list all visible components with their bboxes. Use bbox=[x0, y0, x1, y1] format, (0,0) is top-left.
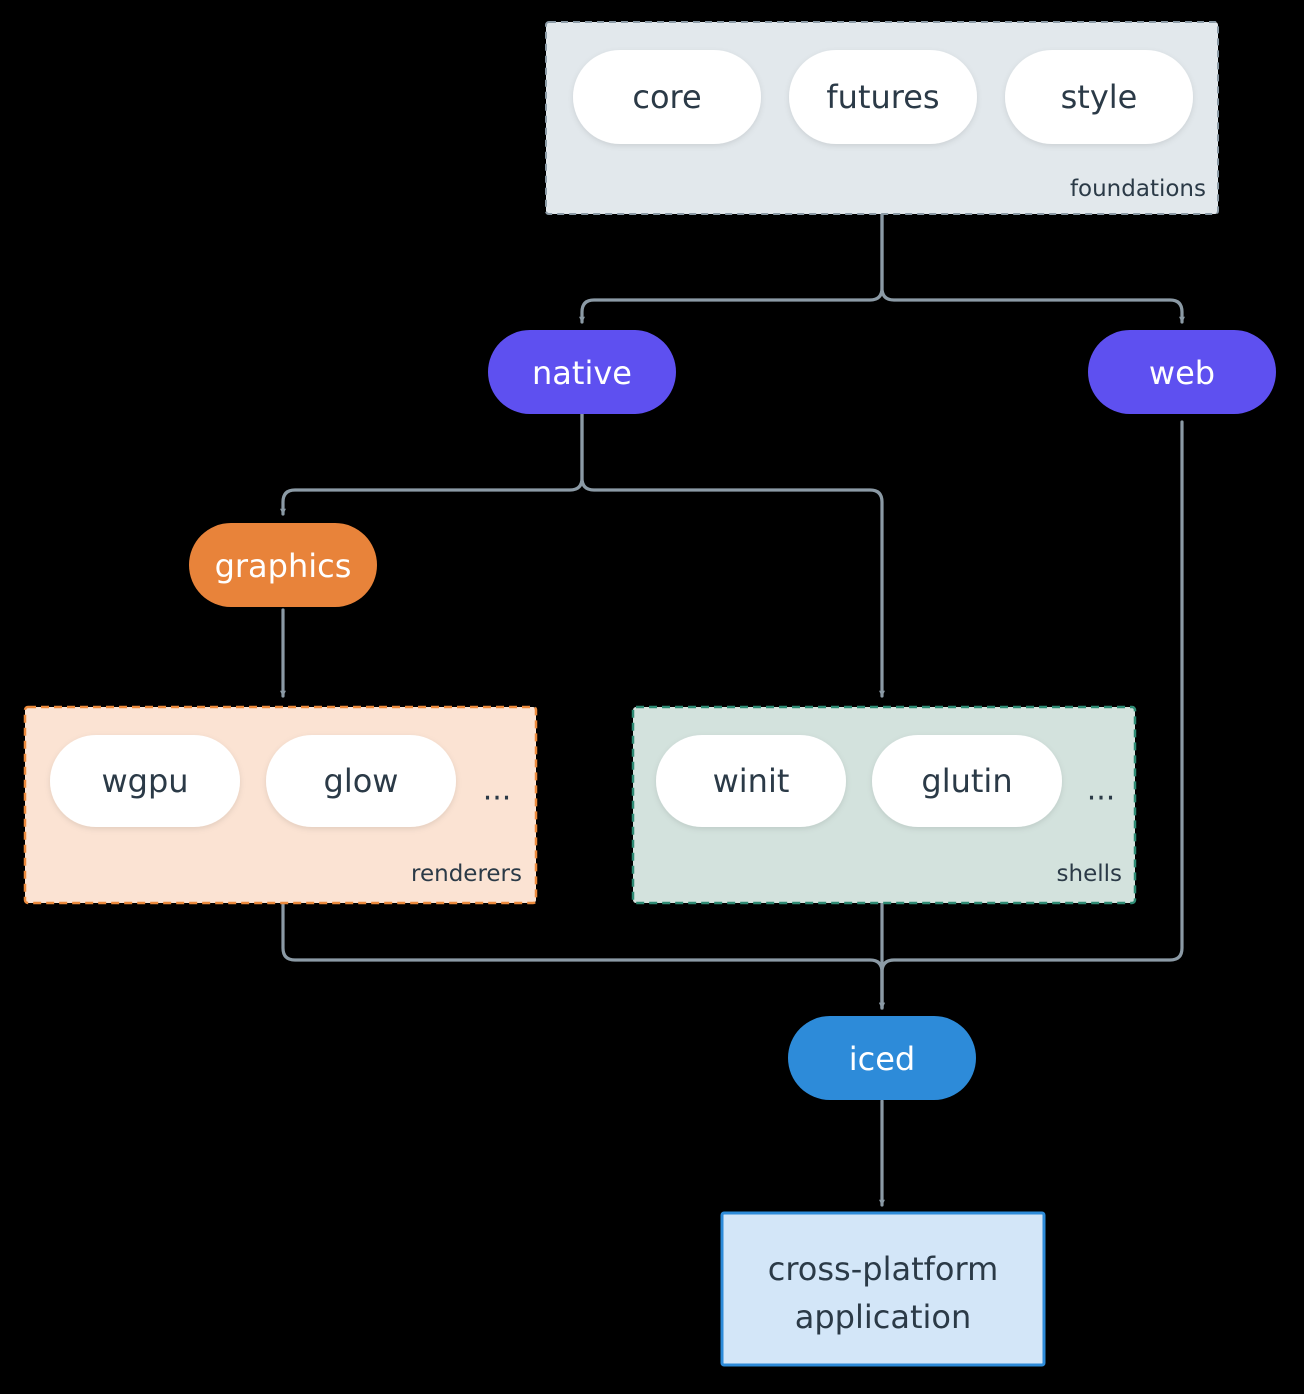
pill-style-bg bbox=[1005, 50, 1193, 144]
node-iced[interactable]: iced bbox=[788, 1016, 976, 1100]
node-native-label: native bbox=[532, 354, 632, 392]
node-graphics-label: graphics bbox=[215, 547, 352, 585]
pill-core[interactable]: core bbox=[573, 50, 761, 144]
edge-native-to-shells bbox=[580, 412, 885, 698]
group-shells-label: shells bbox=[1057, 861, 1122, 887]
pill-wgpu[interactable]: wgpu bbox=[50, 735, 240, 827]
node-application-bg bbox=[720, 1211, 1046, 1367]
group-shells-ellipsis: ... bbox=[1087, 773, 1116, 808]
pill-core-bg bbox=[573, 50, 761, 144]
pill-winit-label: winit bbox=[713, 762, 790, 800]
node-native[interactable]: native bbox=[488, 330, 676, 414]
node-web-label: web bbox=[1149, 354, 1215, 392]
edge-layer bbox=[280, 212, 1185, 1207]
group-foundations-label: foundations bbox=[1070, 176, 1206, 202]
pill-wgpu-bg bbox=[50, 735, 240, 827]
pill-core-label: core bbox=[632, 78, 701, 116]
pill-style-label: style bbox=[1061, 78, 1138, 116]
node-native-bg bbox=[488, 330, 676, 414]
node-graphics-bg bbox=[189, 523, 377, 607]
pill-futures-label: futures bbox=[826, 78, 939, 116]
node-iced-label: iced bbox=[849, 1040, 915, 1078]
node-web[interactable]: web bbox=[1088, 330, 1276, 414]
node-application[interactable]: cross-platform application bbox=[720, 1211, 1046, 1367]
group-renderers-label: renderers bbox=[411, 861, 522, 887]
pill-glutin-label: glutin bbox=[921, 762, 1012, 800]
pill-glow-label: glow bbox=[324, 762, 399, 800]
group-foundations[interactable]: core futures style foundations bbox=[545, 21, 1219, 215]
pill-wgpu-label: wgpu bbox=[101, 762, 188, 800]
node-application-label-line1: cross-platform bbox=[768, 1250, 998, 1288]
pill-glutin-bg bbox=[872, 735, 1062, 827]
pill-futures[interactable]: futures bbox=[789, 50, 977, 144]
pill-glutin[interactable]: glutin bbox=[872, 735, 1062, 827]
pill-futures-bg bbox=[789, 50, 977, 144]
node-iced-bg bbox=[788, 1016, 976, 1100]
pill-winit[interactable]: winit bbox=[656, 735, 846, 827]
node-web-bg bbox=[1088, 330, 1276, 414]
node-graphics[interactable]: graphics bbox=[189, 523, 377, 607]
group-shells[interactable]: winit glutin ... shells bbox=[631, 705, 1137, 905]
pill-style[interactable]: style bbox=[1005, 50, 1193, 144]
group-renderers[interactable]: wgpu glow ... renderers bbox=[23, 705, 538, 905]
edge-foundations-to-web bbox=[880, 212, 1185, 324]
pill-glow[interactable]: glow bbox=[266, 735, 456, 827]
node-application-label-line2: application bbox=[795, 1298, 972, 1336]
pill-winit-bg bbox=[656, 735, 846, 827]
pill-glow-bg bbox=[266, 735, 456, 827]
edge-web-to-iced bbox=[879, 420, 1184, 1010]
group-renderers-ellipsis: ... bbox=[483, 773, 512, 808]
